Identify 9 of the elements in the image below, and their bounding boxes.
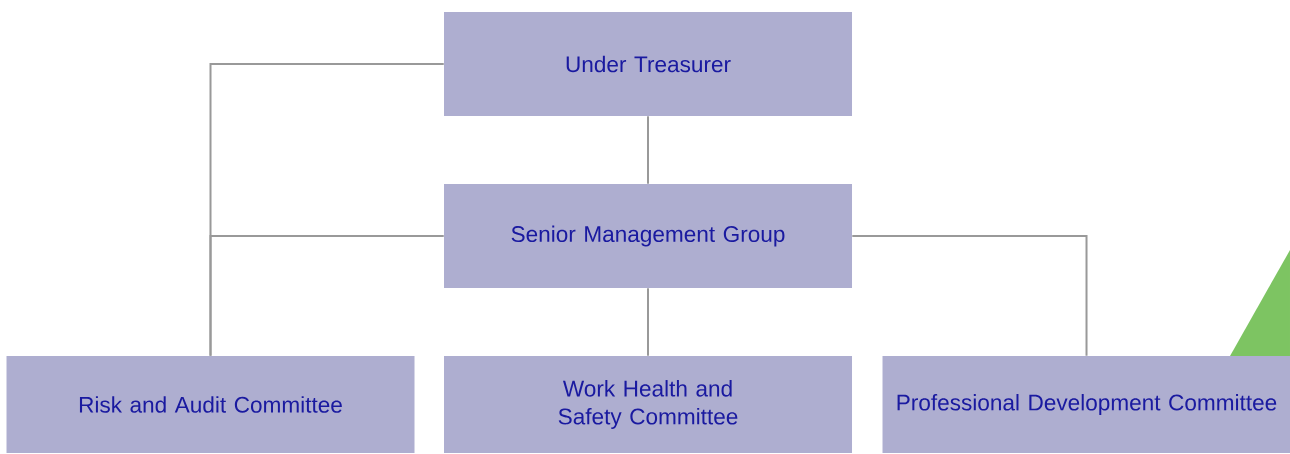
org-box: Under Treasurer xyxy=(444,12,852,116)
connector-line xyxy=(209,235,445,357)
org-box: Risk and Audit Committee xyxy=(6,356,415,453)
connector-line xyxy=(647,287,649,357)
org-box: Work Health and Safety Committee xyxy=(444,356,852,453)
connector-line xyxy=(647,115,649,185)
org-box: Senior Management Group xyxy=(444,184,852,288)
connector-line xyxy=(851,235,1088,357)
org-box: Professional Development Committee xyxy=(882,356,1290,453)
